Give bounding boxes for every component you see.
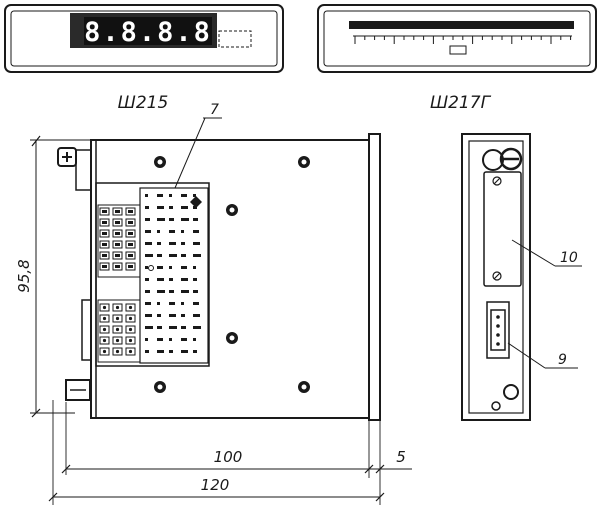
bar-scale [354, 36, 572, 44]
cover-plate [483, 171, 522, 287]
mounting-holes [154, 156, 310, 393]
panel-sh217g [317, 4, 597, 73]
terminal-screw [57, 147, 77, 167]
callout-10-number: 10 [560, 250, 578, 266]
bar-graph [349, 21, 574, 29]
panel-sh215: 8.8.8.8 [4, 4, 284, 73]
display-window [84, 17, 212, 45]
side-view [57, 133, 381, 421]
dim-total-width-label: 120 [201, 476, 230, 494]
indicator-box [218, 30, 252, 48]
dim-bezel-label: 5 [396, 448, 406, 466]
callout-7: 7 [174, 102, 222, 189]
dim-inner-width-label: 100 [214, 448, 243, 466]
title-sh215: Ш215 [118, 93, 169, 113]
circuit-board [95, 182, 210, 367]
dimension-width-total: 120 [48, 400, 385, 505]
dim-height-label: 95,8 [15, 259, 33, 292]
digital-readout: 8.8.8.8 [84, 17, 212, 48]
scale-marker [449, 45, 467, 55]
dimension-width-inner: 100 [61, 402, 381, 505]
dimension-height: 95,8 [15, 135, 91, 418]
callout-7-number: 7 [210, 102, 219, 118]
connector [486, 301, 510, 359]
title-sh217g: Ш217Г [430, 93, 492, 113]
rear-view [461, 133, 531, 421]
callout-9: 9 [507, 342, 578, 369]
callout-10: 10 [511, 239, 582, 267]
callout-9-number: 9 [558, 352, 567, 368]
dimension-bezel: 5 [369, 448, 412, 474]
